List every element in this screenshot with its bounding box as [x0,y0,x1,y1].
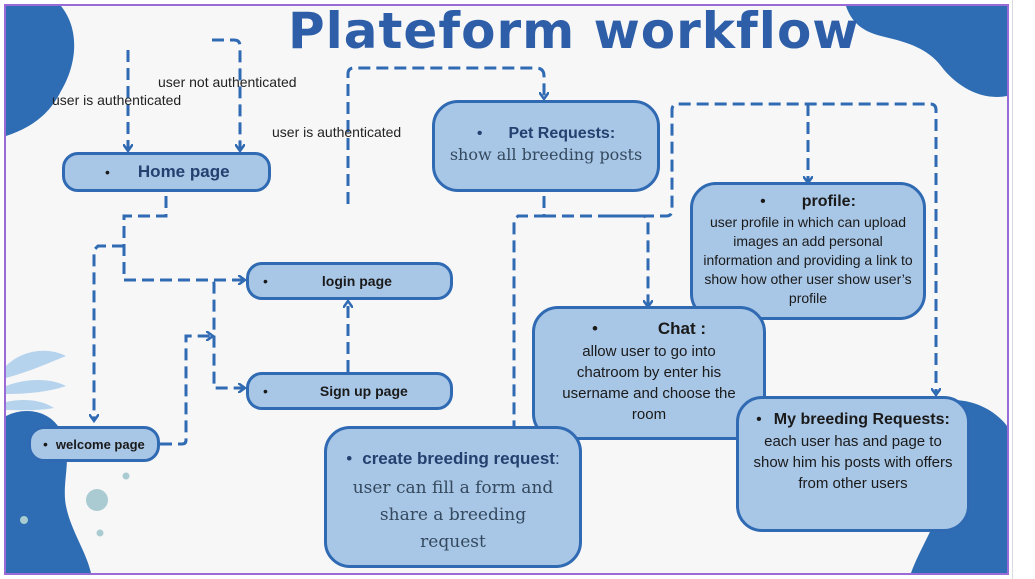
node-profile: • profile: user profile in which can uplo… [690,182,926,320]
dot-deco [122,472,130,480]
node-label: Home page [137,162,230,181]
edge-label-authenticated: user is authenticated [52,92,182,108]
right-margin [1012,0,1035,579]
bullet: • [760,193,766,210]
node-title: My breeding Requests: [773,411,950,428]
bullet: • [476,125,483,142]
arrow-login-to-pet-requests [346,66,544,204]
dot-deco [20,516,28,524]
bullet: • [263,383,268,399]
edge-label-not-authenticated: user not authenticated [158,74,297,90]
node-label: welcome page [55,436,145,452]
dot-deco [96,529,104,537]
bullet: • [43,436,48,452]
node-signup-page: • Sign up page [246,372,453,410]
leaf-decoration [6,350,66,411]
node-my-breeding-requests: • My breeding Requests: each user has and… [736,396,970,532]
node-welcome-page: • welcome page [28,426,160,462]
arrow-welcome-to-signup [160,336,212,446]
arrow-entry-not-authenticated [212,38,240,150]
node-chat: • Chat : allow user to go into chatroom b… [532,306,766,440]
bullet: • [591,319,598,338]
node-label: login page [321,273,392,289]
arrow-pet-to-profile [606,102,936,394]
arrow-pet-to-chat [544,214,648,306]
diagram-title: Plateform workflow [288,4,860,60]
blob-bottom-left [6,411,91,573]
slide-frame: Plateform workflow user is authenticated… [4,4,1009,575]
node-home-page: • Home page [62,152,271,192]
arrow-split-to-signup [124,278,244,388]
dot-deco [86,489,108,511]
node-body: allow user to go into chatroom by enter … [562,343,736,423]
node-body: each user has and page to show him his p… [753,433,953,492]
arrow-home-to-login [122,196,244,280]
bullet: • [346,449,353,468]
bullet: • [756,411,762,428]
arrow-home-to-welcome [94,244,124,420]
node-title: create breeding request [362,449,555,468]
edge-label-authenticated-mid: user is authenticated [272,124,402,140]
node-pet-requests: • Pet Requests: show all breeding posts [432,100,660,192]
bullet: • [105,164,110,180]
node-title-suffix: : [554,449,560,468]
node-title: profile: [801,193,856,210]
bullet: • [263,273,268,289]
node-body: user profile in which can upload images … [703,214,913,306]
node-body: show all breeding posts [449,145,643,164]
node-create-breeding-request: • create breeding request: user can fill … [324,426,582,568]
node-label: Sign up page [319,383,408,399]
arrow-pet-to-create [514,196,546,432]
node-title: Chat : [657,319,707,338]
node-login-page: • login page [246,262,453,300]
blob-top-left [6,6,75,136]
node-body: user can fill a form and share a breedin… [352,478,554,552]
blob-top-right [846,6,1007,97]
node-title: Pet Requests: [508,125,616,142]
